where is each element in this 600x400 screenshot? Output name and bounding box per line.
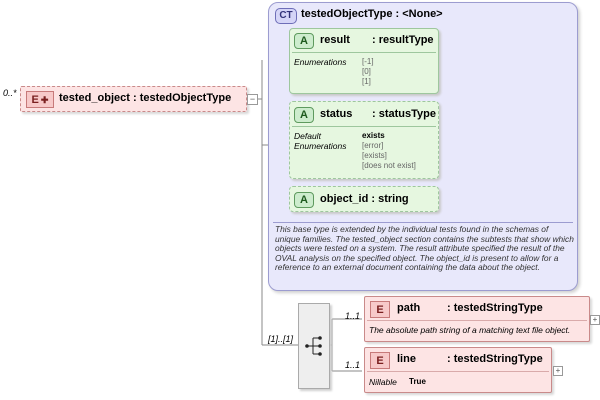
attribute-label: object_id : string	[320, 193, 409, 205]
child-cardinality: 1..1	[345, 360, 361, 370]
element-type: : testedStringType	[447, 302, 543, 314]
enum-list: [-1] [0] [1]	[362, 57, 374, 86]
sequence-cardinality: [1]..[1]	[268, 334, 294, 344]
element-type: : testedStringType	[447, 353, 543, 365]
enum-label: Enumerations	[294, 141, 347, 151]
attribute-name: status	[320, 108, 353, 120]
attribute-status[interactable]: A status : statusType Default exists Enu…	[289, 101, 439, 179]
complex-type-badge: CT	[275, 8, 297, 24]
element-path[interactable]: E path : testedStringType The absolute p…	[364, 296, 590, 342]
attribute-type: : resultType	[372, 34, 434, 46]
child-cardinality: 1..1	[345, 311, 361, 321]
enum-label: Enumerations	[294, 57, 347, 67]
attribute-divider	[292, 52, 436, 53]
element-name: path	[397, 302, 421, 314]
root-element-box[interactable]: E✚ tested_object : testedObjectType	[20, 86, 247, 112]
element-label: tested_object : testedObjectType	[59, 92, 232, 104]
complex-type-description: This base type is extended by the indivi…	[275, 224, 574, 273]
attribute-name: result	[320, 34, 350, 46]
expand-toggle[interactable]: +	[553, 366, 563, 376]
enum-list: [error] [exists] [does not exist]	[362, 141, 416, 170]
nillable-label: Nillable	[369, 377, 397, 387]
element-name: line	[397, 353, 416, 365]
element-line[interactable]: E line : testedStringType Nillable True	[364, 347, 552, 393]
element-badge: E	[370, 352, 390, 369]
default-value: exists	[362, 131, 385, 140]
attribute-badge: A	[294, 107, 314, 123]
attribute-object-id[interactable]: A object_id : string	[289, 186, 439, 212]
attribute-badge: A	[294, 33, 314, 49]
element-divider	[367, 371, 549, 372]
element-cardinality: 0..*	[3, 88, 17, 98]
attribute-badge: A	[294, 192, 314, 208]
description-divider	[273, 222, 573, 223]
complex-type-title: testedObjectType : <None>	[301, 8, 443, 20]
expand-toggle[interactable]: +	[590, 315, 600, 325]
element-badge: E✚	[26, 91, 54, 108]
element-badge: E	[370, 301, 390, 318]
attribute-result[interactable]: A result : resultType Enumerations [-1] …	[289, 28, 439, 94]
collapse-toggle[interactable]: −	[247, 94, 258, 105]
attribute-type: : statusType	[372, 108, 436, 120]
attribute-divider	[292, 126, 436, 127]
sequence-icon	[305, 336, 322, 356]
element-divider	[367, 320, 587, 321]
complex-type-panel: CT testedObjectType : <None> A result : …	[268, 2, 578, 291]
nillable-value: True	[409, 377, 426, 386]
default-label: Default	[294, 131, 321, 141]
sequence-compositor[interactable]	[298, 303, 330, 389]
element-description: The absolute path string of a matching t…	[369, 325, 571, 335]
